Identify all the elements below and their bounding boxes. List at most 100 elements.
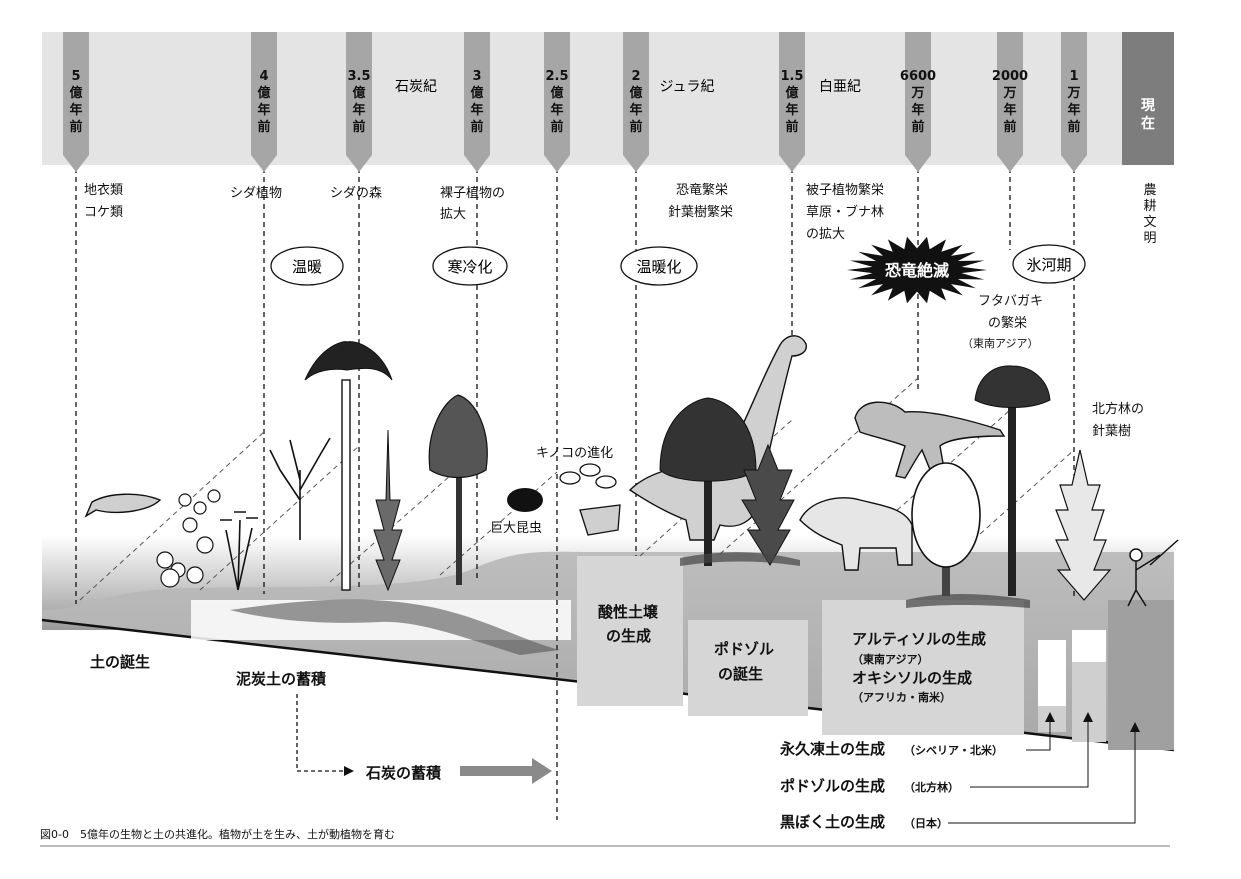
agri-label-1: 農 (1143, 183, 1156, 198)
timeline-marker-label: 2.5 (545, 69, 568, 84)
warm-label: 温暖 (292, 258, 322, 276)
boreal-conifer-icon (1055, 449, 1112, 601)
extinction-label: 恐竜絶滅 (885, 261, 949, 280)
angiosperm-label-2: 草原・ブナ林 (806, 204, 884, 220)
cooling-label: 寒冷化 (447, 258, 492, 276)
timeline-marker-label: 年 (69, 102, 82, 118)
mushroom-icon (559, 463, 621, 536)
timeline-marker-label: 年 (1003, 102, 1016, 118)
permafrost-label: 永久凍土の生成 (779, 740, 885, 758)
era-guide-lines (75, 168, 1075, 820)
fern-label: シダ植物 (230, 186, 282, 201)
agri-label-2: 耕 (1143, 198, 1156, 214)
timeline-marker-label: 1 (1069, 69, 1078, 84)
present-band (1122, 32, 1174, 165)
agri-label-3: 文 (1143, 215, 1156, 230)
cretaceous-conifer-icon (741, 443, 795, 566)
acidic-label-1: 酸性土壌 (598, 603, 659, 621)
moss-label: コケ類 (84, 205, 123, 220)
ice-age-label: 氷河期 (1026, 256, 1071, 274)
timeline-marker-pointer (464, 32, 490, 172)
timeline-marker-label: 5 (71, 69, 80, 84)
timeline-marker-label: 億 (69, 85, 82, 101)
gymnosperm-label-1: 裸子植物の (440, 186, 505, 201)
timeline-marker-label: 前 (550, 119, 563, 135)
timeline-marker-label: 億 (470, 85, 483, 101)
peat-to-coal-arrow (296, 694, 552, 784)
andosol-column (1108, 600, 1174, 750)
timeline-marker-pointer (251, 32, 277, 172)
timeline-marker-pointer (544, 32, 570, 172)
ultisol-box (822, 600, 1024, 735)
boreal-label-2: 針葉樹 (1092, 424, 1131, 439)
angiosperm-label-3: の拡大 (806, 227, 845, 242)
timeline-marker-label: 2 (631, 69, 640, 84)
timeline-marker-label: 前 (69, 119, 82, 135)
ancient-fish-icon (84, 493, 162, 518)
gymnosperm-label-2: 拡大 (440, 207, 466, 222)
timeline-marker-label: 億 (629, 85, 642, 101)
period-jurassic: ジュラ紀 (659, 79, 714, 95)
permafrost-region: （シベリア・北米） (904, 743, 1003, 757)
timeline-marker-label: 年 (629, 102, 642, 118)
timeline-marker-label: 前 (911, 119, 924, 135)
timeline-marker-label: 3.5 (347, 69, 370, 84)
period-carboniferous: 石炭紀 (395, 79, 437, 95)
timeline-marker-label: 6600 (900, 69, 936, 84)
oxisol-region: （アフリカ・南米） (852, 690, 951, 704)
soil-labels: 土の誕生 泥炭土の蓄積 石炭の蓄積 酸性土壌 の生成 ポドゾル の誕生 アルティ… (90, 603, 1003, 831)
coal-label: 石炭の蓄積 (365, 764, 442, 782)
timeline-marker-pointer (905, 32, 931, 172)
timeline-band (42, 32, 1122, 165)
timeline-marker-label: 前 (1067, 119, 1080, 135)
early-conifer-icon (373, 429, 403, 592)
present-label-2: 在 (1141, 115, 1155, 132)
timeline-marker-label: 万 (910, 86, 924, 101)
conifer-boom-label: 針葉樹繁栄 (668, 204, 733, 220)
climate-badges: 温暖 寒冷化 温暖化 恐竜絶滅 氷河期 (270, 236, 1086, 304)
andosol-label: 黒ぼく土の生成 (780, 813, 885, 831)
timeline-marker-label: 万 (1002, 86, 1016, 101)
soil-birth-label: 土の誕生 (90, 653, 150, 671)
extinction-burst-icon (847, 236, 987, 304)
warming-oval (620, 246, 698, 286)
gymnosperm-tree-icon (428, 394, 488, 585)
podzol-gen-region: （北方林） (904, 780, 959, 794)
timeline-marker-label: 年 (352, 102, 365, 118)
fern-plant-icon (269, 437, 331, 540)
timeline-marker-label: 前 (785, 119, 798, 135)
timeline-marker-label: 年 (257, 102, 270, 118)
lichen-icon (156, 489, 221, 588)
timeline-marker-label: 前 (629, 119, 642, 135)
timeline-marker-pointer (1061, 32, 1087, 172)
timeline-marker-pointer (779, 32, 805, 172)
cooling-oval (432, 246, 508, 286)
timeline-marker-label: 4 (259, 69, 268, 84)
ultisol-label: アルティソルの生成 (852, 630, 986, 648)
angiosperm-label-1: 被子植物繁栄 (806, 182, 884, 198)
podzol-birth-label-1: ポドゾル (714, 640, 774, 658)
ice-age-oval (1012, 244, 1086, 284)
timeline-marker-label: 3 (472, 69, 481, 84)
ultisol-region: （東南アジア） (852, 652, 929, 666)
warming-label: 温暖化 (636, 258, 681, 276)
timeline-marker-label: 億 (550, 85, 563, 101)
dipterocarp-label-2: の繁栄 (988, 315, 1027, 331)
hunter-icon (1127, 539, 1179, 607)
organism-illustrations (84, 335, 1179, 655)
timeline-marker-label: 前 (470, 119, 483, 135)
timeline-marker-label: 億 (785, 85, 798, 101)
agri-label-4: 明 (1143, 231, 1156, 246)
dipterocarp-label-1: フタバガキ (978, 294, 1043, 309)
timeline-marker-label: 2000 (992, 69, 1028, 84)
acidic-soil-box (577, 556, 683, 706)
podzol-birth-label-2: の誕生 (718, 665, 763, 683)
timeline-marker-pointer (63, 32, 89, 172)
timeline-marker-label: 年 (911, 102, 924, 118)
timeline-marker-pointer (623, 32, 649, 172)
figure-caption: 図0-0 5億年の生物と土の共進化。植物が土を生み、土が動植物を育む (40, 827, 395, 841)
giant-beetle-icon (507, 488, 543, 512)
oxisol-label: オキシソルの生成 (852, 669, 972, 687)
soil-leader-lines (948, 720, 1136, 824)
